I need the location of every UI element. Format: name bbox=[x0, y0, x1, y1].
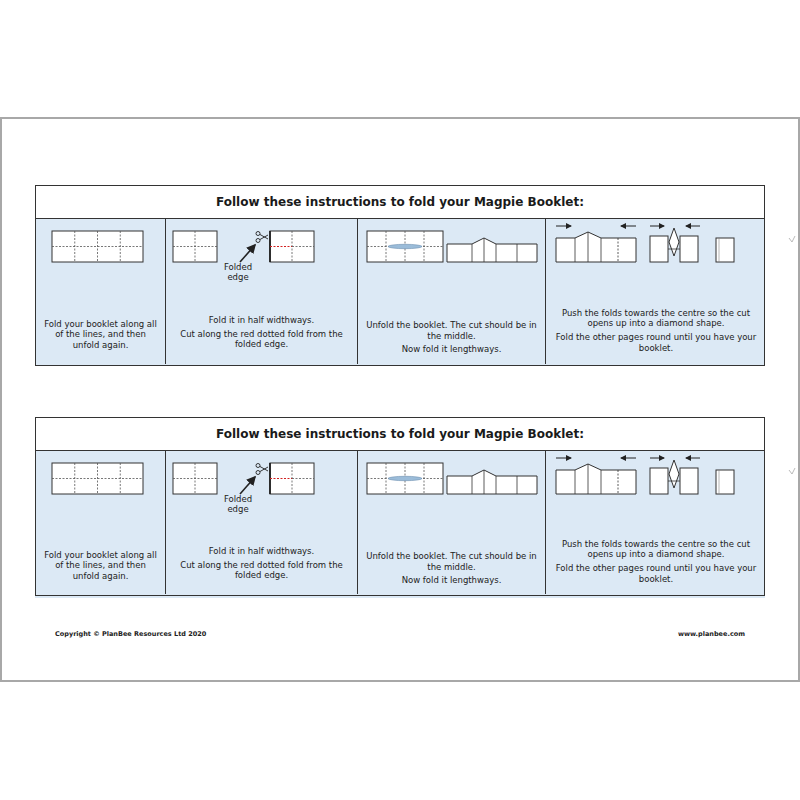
step-text: Unfold the booklet. The cut should be in… bbox=[364, 320, 539, 341]
panel-title: Follow these instructions to fold your M… bbox=[36, 418, 764, 451]
panel-title: Follow these instructions to fold your M… bbox=[36, 186, 764, 219]
fold-illustration bbox=[35, 218, 795, 366]
title-text: Follow these instructions to fold your M… bbox=[216, 195, 584, 209]
step-text: Push the folds towards the centre so the… bbox=[552, 308, 760, 329]
callout-label: Folded edge bbox=[216, 263, 260, 283]
step-cell: Fold it in half widthways. Cut along the … bbox=[166, 451, 358, 594]
callout-label: Folded edge bbox=[216, 495, 260, 515]
step-text: Now fold it lengthways. bbox=[364, 575, 539, 586]
step-text: Cut along the red dotted fold from the f… bbox=[172, 329, 351, 350]
step-cell: Fold your booklet along all of the lines… bbox=[36, 451, 166, 594]
footer-text: www.planbee.com bbox=[600, 631, 745, 638]
step-cell: Push the folds towards the centre so the… bbox=[546, 451, 766, 594]
step-cell: Unfold the booklet. The cut should be in… bbox=[358, 219, 546, 364]
step-text-area: Push the folds towards the centre so the… bbox=[552, 533, 760, 590]
instruction-panel: Follow these instructions to fold your M… bbox=[35, 417, 765, 596]
page-frame bbox=[1, 118, 799, 681]
step-text: Fold it in half widthways. bbox=[172, 315, 351, 326]
step-text: Fold your booklet along all of the lines… bbox=[42, 550, 159, 582]
step-cell: Fold your booklet along all of the lines… bbox=[36, 219, 166, 364]
step-text-area: Unfold the booklet. The cut should be in… bbox=[364, 315, 539, 360]
step-text-area: Push the folds towards the centre so the… bbox=[552, 301, 760, 360]
step-text: Fold the other pages round until you hav… bbox=[552, 332, 760, 353]
step-text: Fold your booklet along all of the lines… bbox=[42, 319, 159, 351]
instruction-panel: Follow these instructions to fold your M… bbox=[35, 185, 765, 366]
step-text-area: Fold it in half widthways. Cut along the … bbox=[172, 305, 351, 360]
footer-text: Copyright © PlanBee Resources Ltd 2020 bbox=[55, 631, 315, 638]
step-text-area: Fold it in half widthways. Cut along the … bbox=[172, 537, 351, 590]
step-cell: Push the folds towards the centre so the… bbox=[546, 219, 766, 364]
step-text: Now fold it lengthways. bbox=[364, 344, 539, 355]
step-text: Unfold the booklet. The cut should be in… bbox=[364, 551, 539, 572]
step-text: Fold the other pages round until you hav… bbox=[552, 563, 760, 584]
step-text: Push the folds towards the centre so the… bbox=[552, 539, 760, 560]
title-text: Follow these instructions to fold your M… bbox=[216, 427, 584, 441]
step-text: Cut along the red dotted fold from the f… bbox=[172, 560, 351, 581]
step-text-area: Unfold the booklet. The cut should be in… bbox=[364, 547, 539, 590]
step-cell: Fold it in half widthways. Cut along the … bbox=[166, 219, 358, 364]
fold-illustration bbox=[35, 450, 795, 598]
step-cell: Unfold the booklet. The cut should be in… bbox=[358, 451, 546, 594]
step-text-area: Fold your booklet along all of the lines… bbox=[42, 541, 159, 590]
step-text-area: Fold your booklet along all of the lines… bbox=[42, 309, 159, 360]
step-text: Fold it in half widthways. bbox=[172, 546, 351, 557]
